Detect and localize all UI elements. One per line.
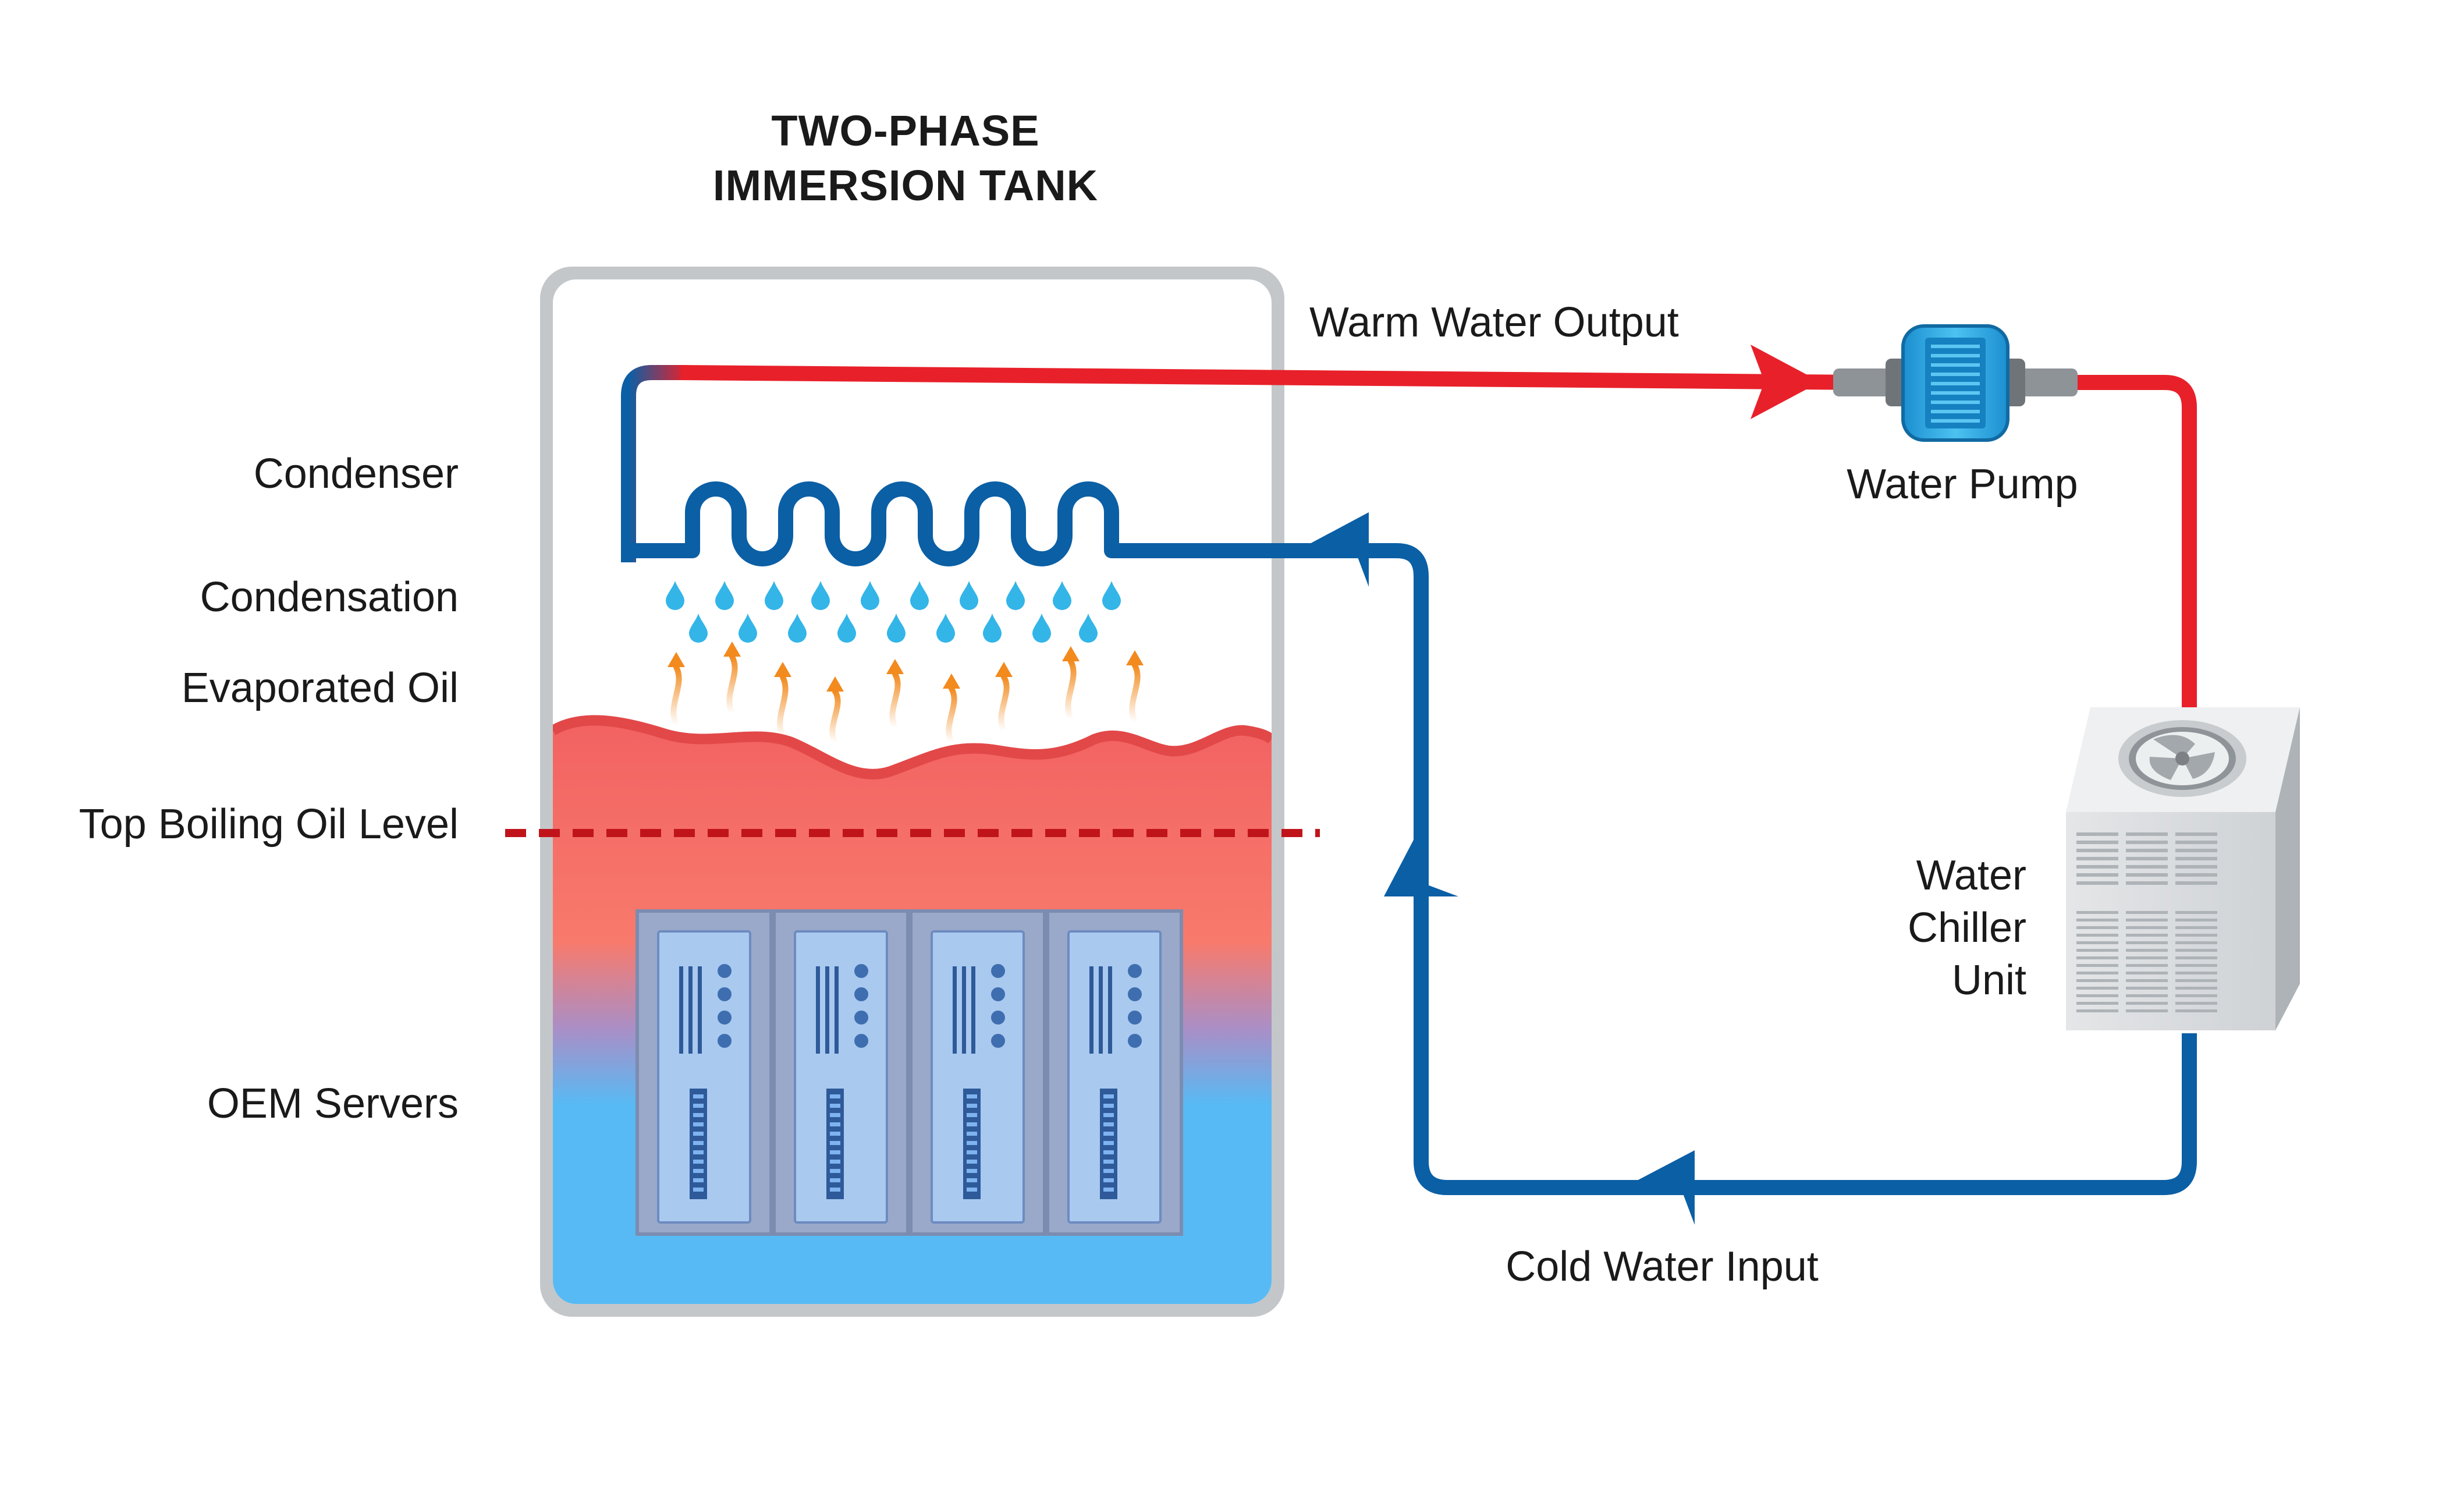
warm-pipe-to-chiller [2072,375,2197,713]
top-boiling-oil-level-label: Top Boiling Oil Level [79,801,459,848]
chiller-unit-icon [2066,707,2300,1030]
water-droplet-icon [887,614,906,643]
warm-pipe-inlet-bend [621,365,687,562]
water-droplet-icon [1032,614,1051,643]
vapor-arrow-icon [943,674,960,745]
water-pump-label: Water Pump [1847,461,2078,508]
vapor-arrow-icon [1062,646,1080,722]
water-droplet-icon [715,581,734,610]
water-droplet-icon [1006,581,1025,610]
water-droplet-icon [689,614,708,643]
server-blade-icon [909,909,1046,1236]
water-chiller-label-line1: Water [1916,852,2026,899]
water-droplet-icon [837,614,856,643]
evaporated-oil-label: Evaporated Oil [182,665,459,711]
fan-icon [2118,720,2246,797]
warm-flow-arrow-icon [1751,345,1820,419]
server-rack [635,909,1183,1236]
cold-water-input-label: Cold Water Input [1506,1243,1819,1290]
water-droplet-icon [983,614,1002,643]
upward-flow-arrow-icon [1384,825,1458,896]
water-droplet-icon [788,614,807,643]
vapor-arrow-icon [886,659,904,731]
vapor-arrow-icon [668,652,685,728]
water-droplet-icon [1079,614,1098,643]
vapor-arrow-icon [826,676,844,745]
warm-water-output-label: Warm Water Output [1309,299,1679,346]
water-droplet-icon [1102,581,1121,610]
condenser-return-arrow-icon [1299,512,1369,587]
evaporated-oil-vapors [668,642,1144,745]
condensation-label: Condensation [200,574,459,621]
vapor-arrow-icon [995,662,1013,733]
boiling-surface-highlight [553,715,1272,779]
oem-servers-label: OEM Servers [207,1080,459,1127]
water-chiller-label-line3: Unit [1952,957,2026,1004]
water-pump-icon [1833,324,2078,442]
vapor-arrow-icon [774,662,791,739]
water-chiller-label-line2: Chiller [1908,905,2026,951]
water-droplet-icon [861,581,879,610]
water-droplet-icon [765,581,783,610]
server-blade-icon [772,909,910,1236]
water-droplet-icon [1053,581,1071,610]
diagram-title-line1: TWO-PHASE [771,107,1039,155]
water-droplet-icon [936,614,955,643]
water-droplet-icon [666,581,684,610]
condenser-label: Condenser [254,451,459,497]
water-droplet-icon [739,614,757,643]
server-blade-icon [635,909,773,1236]
condensation-droplets [666,581,1121,643]
vapor-arrow-icon [1126,650,1144,725]
cold-water-input-pipe [1414,844,2197,1195]
vapor-arrow-icon [723,642,741,716]
cold-input-arrow-icon [1624,1150,1695,1225]
water-droplet-icon [811,581,830,610]
water-droplet-icon [910,581,929,610]
condenser-coil-icon [629,481,1429,894]
diagram-title-line2: IMMERSION TANK [713,161,1098,210]
warm-water-output-pipe [680,365,1863,390]
server-blade-icon [1046,909,1183,1236]
water-droplet-icon [960,581,978,610]
